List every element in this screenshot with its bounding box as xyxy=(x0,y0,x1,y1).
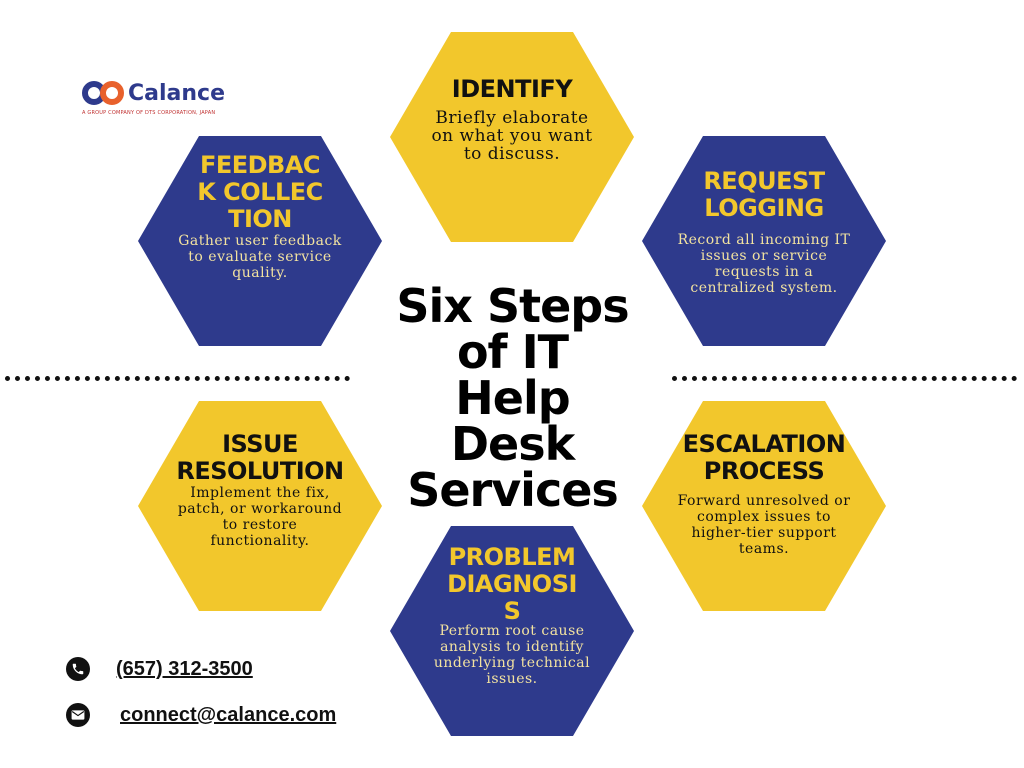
step-description: Record all incoming IT issues or service… xyxy=(677,232,851,296)
dotted-divider-right xyxy=(672,376,1017,381)
dotted-divider-left xyxy=(5,376,350,381)
logo-tagline: A GROUP COMPANY OF DTS CORPORATION, JAPA… xyxy=(82,110,216,116)
step-hexagon-problem-diagnosis: PROBLEM DIAGNOSIS Perform root cause ana… xyxy=(390,526,634,736)
step-description: Implement the fix, patch, or workaround … xyxy=(177,485,343,549)
step-title: PROBLEM DIAGNOSIS xyxy=(447,543,577,625)
step-hexagon-request-logging: REQUEST LOGGING Record all incoming IT i… xyxy=(642,136,886,346)
step-title: IDENTIFY xyxy=(451,75,573,103)
step-title: FEEDBACK COLLECTION xyxy=(197,151,323,233)
step-title: REQUEST LOGGING xyxy=(703,167,825,222)
step-title: ISSUE RESOLUTION xyxy=(176,430,344,485)
email-icon xyxy=(66,703,90,727)
email-link[interactable]: connect@calance.com xyxy=(120,704,337,726)
step-hexagon-issue-resolution: ISSUE RESOLUTION Implement the fix, patc… xyxy=(138,401,382,611)
phone-number-link[interactable]: (657) 312-3500 xyxy=(116,658,253,680)
phone-icon xyxy=(66,657,90,681)
logo-name: Calance xyxy=(128,81,226,106)
diagram-title: Six Steps of IT Help Desk Services xyxy=(396,279,629,517)
step-description: Perform root cause analysis to identify … xyxy=(433,623,591,687)
step-title: ESCALATION PROCESS xyxy=(682,430,846,485)
step-description: Gather user feedback to evaluate service… xyxy=(178,233,342,281)
calance-logo: Calance A GROUP COMPANY OF DTS CORPORATI… xyxy=(82,78,232,120)
step-description: Briefly elaborate on what you want to di… xyxy=(431,108,593,164)
calance-logo-mark xyxy=(82,81,124,105)
step-description: Forward unresolved or complex issues to … xyxy=(677,493,851,557)
step-hexagon-escalation-process: ESCALATION PROCESS Forward unresolved or… xyxy=(642,401,886,611)
step-hexagon-identify: IDENTIFY Briefly elaborate on what you w… xyxy=(390,32,634,242)
step-hexagon-feedback-collection: FEEDBACK COLLECTION Gather user feedback… xyxy=(138,136,382,346)
